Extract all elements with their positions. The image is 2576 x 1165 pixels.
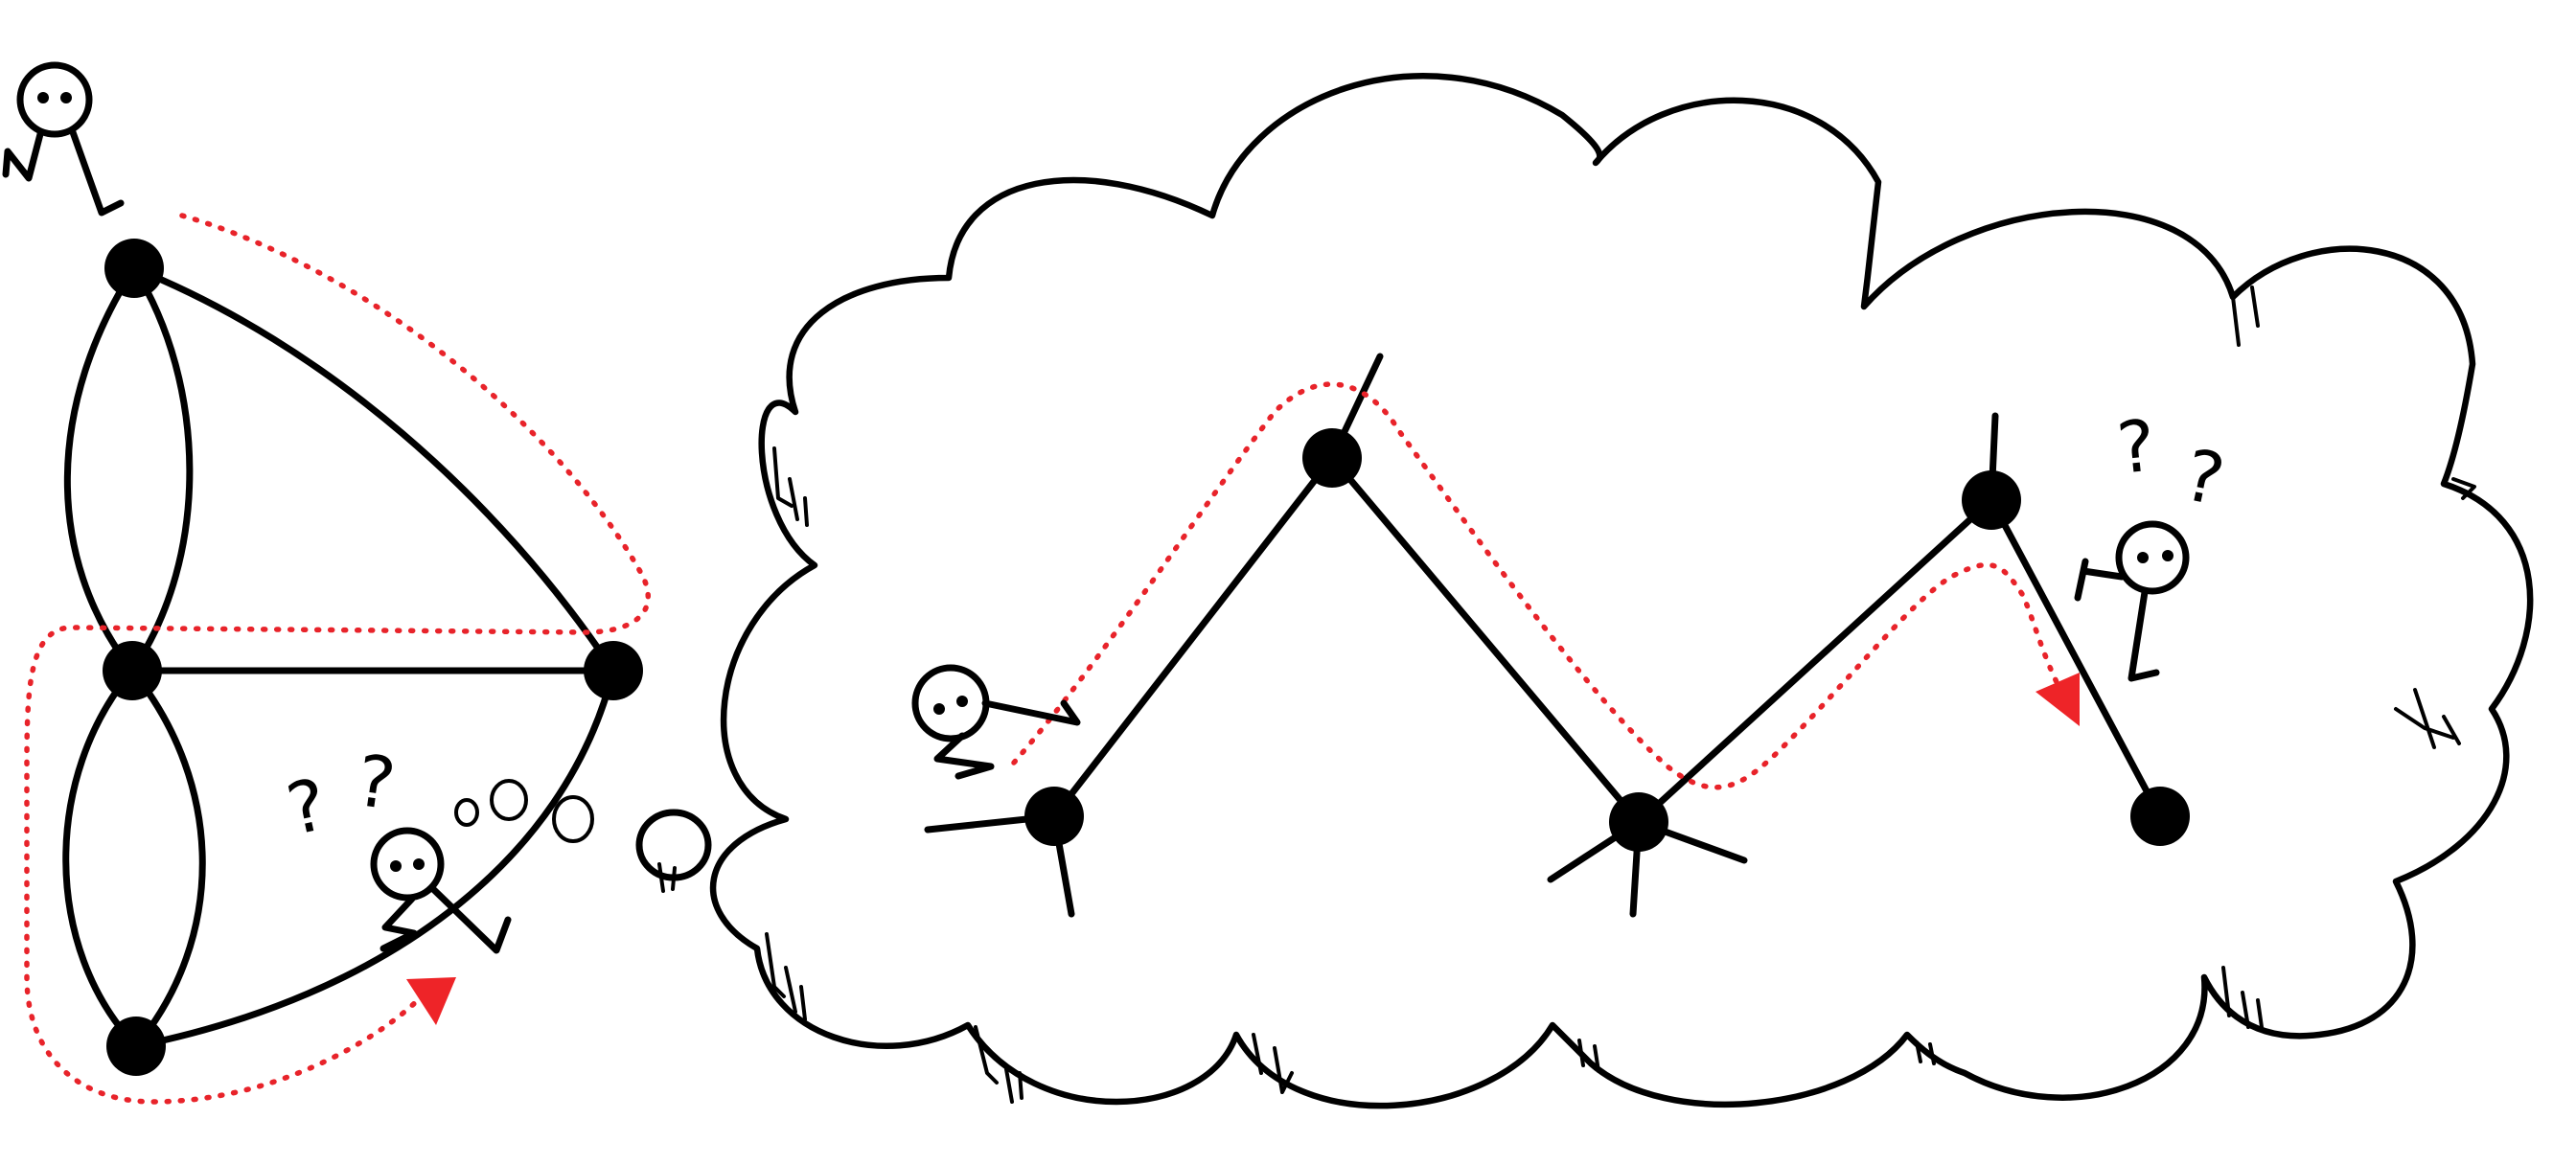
walker-top	[2, 61, 125, 217]
node-middle-right	[584, 641, 643, 700]
person-icon	[16, 61, 93, 138]
cloud-tuft	[1252, 1033, 1294, 1094]
arrow-head-icon	[2036, 673, 2080, 726]
person-legs	[2, 130, 44, 182]
person-eye-right	[956, 696, 968, 707]
thought-bubble-medium	[490, 779, 528, 821]
cloud-tuft	[974, 1025, 1024, 1104]
thought-bubble-large	[552, 795, 594, 843]
edge-bottom-to-middle-right	[132, 667, 617, 1050]
person-icon	[911, 664, 990, 742]
cloud-graph: ? ?	[911, 353, 2231, 918]
walker-confused: ? ?	[280, 740, 512, 954]
thought-bubble-small	[454, 798, 479, 827]
thought-bubble-tick	[657, 862, 677, 893]
node-b	[1302, 428, 1362, 488]
edge-top-to-middle-left-outer	[63, 264, 138, 674]
edge-b-to-c	[1328, 454, 1643, 826]
person-eye-right	[60, 92, 72, 103]
question-mark-icon: ?	[280, 764, 334, 852]
node-e	[2130, 787, 2190, 846]
person-legs	[933, 732, 995, 780]
node-top	[104, 239, 164, 298]
person-legs	[380, 895, 418, 952]
node-middle-left	[103, 641, 162, 700]
cloud-tuft	[1577, 1039, 1600, 1073]
node-d	[1962, 470, 2021, 530]
walker-end-confused: ? ?	[2074, 404, 2231, 682]
edge-a-to-b	[1050, 454, 1336, 820]
person-body	[429, 885, 512, 954]
person-eye-left	[37, 92, 49, 103]
left-graph: ? ?	[2, 61, 712, 1105]
person-body	[69, 128, 125, 217]
cloud-outline	[709, 73, 2534, 1109]
person-body	[981, 699, 1081, 726]
person-eye-right	[2162, 550, 2174, 561]
cloud-tuft	[1915, 1040, 1936, 1065]
edge-d-to-e	[1988, 496, 2164, 820]
node-bottom-left	[106, 1017, 166, 1076]
question-mark-icon: ?	[352, 740, 401, 827]
walker-start	[911, 664, 1081, 780]
arrow-head-icon	[406, 977, 456, 1025]
cloud-icon	[709, 73, 2534, 1109]
trail-cloud	[1011, 381, 2061, 790]
cloud-tuft	[765, 932, 807, 1021]
node-a	[1024, 787, 1084, 846]
edge-c-to-d	[1635, 496, 1995, 826]
edge-top-to-middle-left-inner	[128, 264, 194, 674]
question-mark-icon: ?	[2177, 434, 2231, 522]
edge-top-to-middle-right	[130, 264, 617, 674]
person-body	[2128, 588, 2160, 682]
cloud-tuft	[2451, 477, 2476, 500]
cloud-tuft	[2394, 688, 2461, 749]
cloud-tuft	[2221, 966, 2264, 1029]
edge-middle-left-to-bottom-outer	[62, 667, 140, 1050]
person-eye-left	[390, 860, 402, 872]
person-icon	[2115, 520, 2190, 595]
cloud-tuft	[2231, 286, 2260, 347]
question-mark-icon: ?	[2113, 404, 2159, 491]
person-eye-left	[933, 703, 945, 715]
node-c	[1609, 792, 1668, 852]
thought-bubble-icon	[454, 779, 712, 893]
person-eye-right	[413, 858, 425, 870]
person-eye-left	[2137, 552, 2149, 563]
person-legs	[2074, 558, 2126, 602]
edge-middle-left-to-bottom-inner	[128, 667, 206, 1050]
person-icon	[370, 827, 445, 902]
cloud-tuft	[772, 446, 809, 527]
